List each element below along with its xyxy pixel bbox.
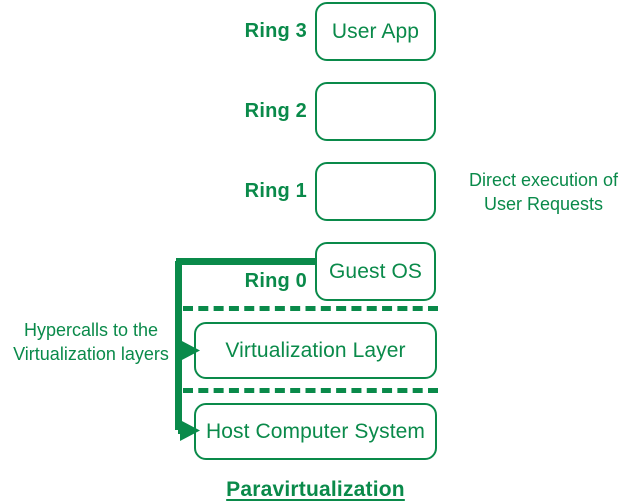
ring-box-ring-1: [315, 162, 436, 221]
ring-label-ring-1: Ring 1: [244, 180, 307, 202]
ring-box-guest-os: Guest OS: [315, 242, 436, 301]
layer-box-host-computer-system: Host Computer System: [194, 403, 437, 460]
dashed-separator-above-virtualization-layer: [183, 306, 438, 311]
ring-label-ring-0: Ring 0: [244, 270, 307, 292]
ring-box-user-app: User App: [315, 2, 436, 61]
diagram-title: Paravirtualization: [226, 478, 405, 501]
ring-label-ring-2: Ring 2: [244, 100, 307, 122]
annotation-hypercalls: Hypercalls to the Virtualization layers: [13, 320, 169, 365]
ring-label-ring-3: Ring 3: [244, 20, 307, 42]
dashed-separator-above-host-computer-system: [183, 388, 438, 393]
ring-box-ring-2: [315, 82, 436, 141]
annotation-direct-execution: Direct execution of User Requests: [468, 170, 619, 215]
layer-box-virtualization-layer: Virtualization Layer: [194, 322, 437, 379]
